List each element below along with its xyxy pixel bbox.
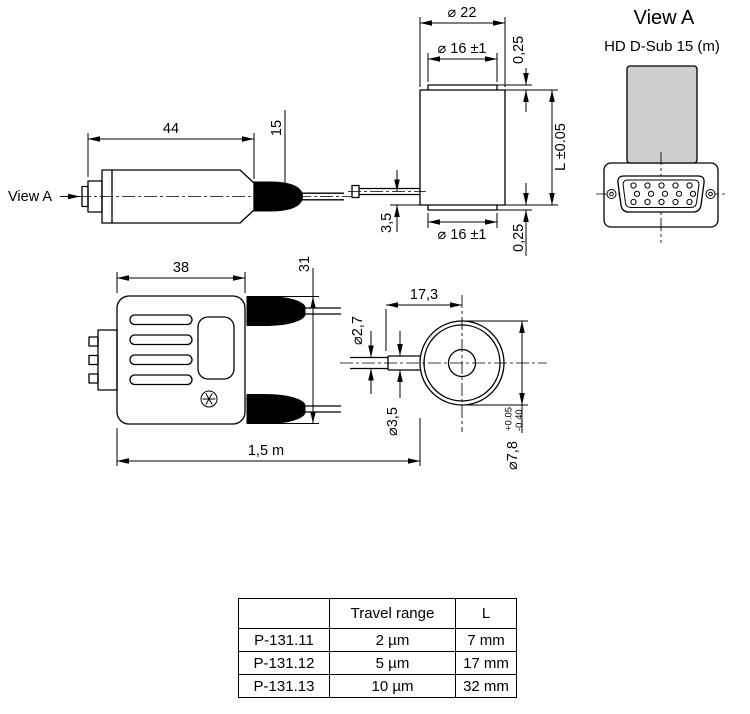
view-a-front: View A HD D-Sub 15 (m) xyxy=(596,7,727,243)
dsub-pins xyxy=(630,182,697,206)
technical-drawing-svg: View A 44 15 ⌀ 22 xyxy=(8,5,727,470)
mating-pin-block xyxy=(88,373,99,384)
label-recess xyxy=(197,316,235,380)
dim-d35-label: ⌀3,5 xyxy=(385,407,401,436)
travel-range-cell: 10 µm xyxy=(329,674,456,698)
dim-d78-label-group: ⌀7,8 +0.05 -0.40 xyxy=(504,407,526,470)
dim-d78-tol-plus: +0.05 xyxy=(504,407,515,431)
mounting-screws xyxy=(606,189,716,199)
table-header-l: L xyxy=(455,598,517,629)
view-a-title: View A xyxy=(634,7,695,29)
dim-31-label: 31 xyxy=(297,256,313,272)
top-piece xyxy=(427,84,498,90)
strain-relief-boot xyxy=(246,296,306,326)
mating-pin-block xyxy=(88,336,99,347)
dim-d27-label: ⌀2,7 xyxy=(350,316,366,345)
outer-ring xyxy=(419,320,505,406)
strain-relief-boot xyxy=(246,394,306,424)
actuator-cylinder-view: ⌀ 22 ⌀ 16 ±1 0,25 L ±0.05 3,5 ⌀ 16 ±1 0,… xyxy=(348,5,569,256)
table-row: P-131.13 10 µm 32 mm xyxy=(238,674,517,698)
cable-ferrule xyxy=(351,184,360,199)
dim-025-top-label: 0,25 xyxy=(511,36,527,64)
dim-d16-top-label: ⌀ 16 ±1 xyxy=(438,41,487,57)
model-cell: P-131.12 xyxy=(238,651,330,675)
connector-boot-front xyxy=(626,65,698,164)
dim-15-label: 15 xyxy=(269,120,285,136)
model-cell: P-131.11 xyxy=(238,628,330,652)
dim-173-label: 17,3 xyxy=(410,287,438,303)
dim-38-label: 38 xyxy=(173,260,189,276)
dim-L-label: L ±0.05 xyxy=(553,123,569,171)
model-cell: P-131.13 xyxy=(238,674,330,698)
l-cell: 7 mm xyxy=(455,628,517,652)
mating-face-top xyxy=(97,329,118,391)
view-a-arrow-label: View A xyxy=(8,189,52,205)
strain-relief-boot xyxy=(253,181,303,212)
actuator-tip-view: 17,3 ⌀2,7 ⌀3,5 ⌀7,8 +0.05 -0.40 xyxy=(340,287,547,470)
dim-025-bottom-label: 0,25 xyxy=(511,224,527,252)
cylinder-case xyxy=(419,89,506,206)
dim-d78-label: ⌀7,8 xyxy=(505,441,521,470)
l-cell: 17 mm xyxy=(455,651,517,675)
dim-d16-bottom-label: ⌀ 16 ±1 xyxy=(438,227,487,243)
table-header-model xyxy=(238,598,330,629)
grip-ribs xyxy=(129,314,193,386)
view-a-subtitle: HD D-Sub 15 (m) xyxy=(604,38,720,55)
travel-range-cell: 2 µm xyxy=(329,628,456,652)
bottom-piece xyxy=(427,205,498,211)
travel-range-cell: 5 µm xyxy=(329,651,456,675)
connector-side-view: View A 44 15 xyxy=(8,110,352,224)
torx-screw xyxy=(200,390,218,408)
dim-d78-tol-minus: -0.40 xyxy=(514,409,525,431)
dim-35-label: 3,5 xyxy=(379,213,395,233)
model-table: Travel range L P-131.11 2 µm 7 mm P-131.… xyxy=(238,598,517,698)
table-header-row: Travel range L xyxy=(238,598,517,629)
table-header-travel-range: Travel range xyxy=(329,598,456,629)
l-cell: 32 mm xyxy=(455,674,517,698)
table-row: P-131.12 5 µm 17 mm xyxy=(238,651,517,675)
center-hole xyxy=(447,348,477,378)
inner-ring xyxy=(423,324,501,402)
dim-44-label: 44 xyxy=(163,121,179,137)
connector-top-view: 38 31 1,5 m xyxy=(88,256,421,466)
dsub-shell-inner xyxy=(622,179,700,208)
mating-pin-block xyxy=(88,354,99,366)
dim-cable-length-label: 1,5 m xyxy=(248,443,284,459)
table-row: P-131.11 2 µm 7 mm xyxy=(238,628,517,652)
dim-d22-label: ⌀ 22 xyxy=(448,5,477,21)
